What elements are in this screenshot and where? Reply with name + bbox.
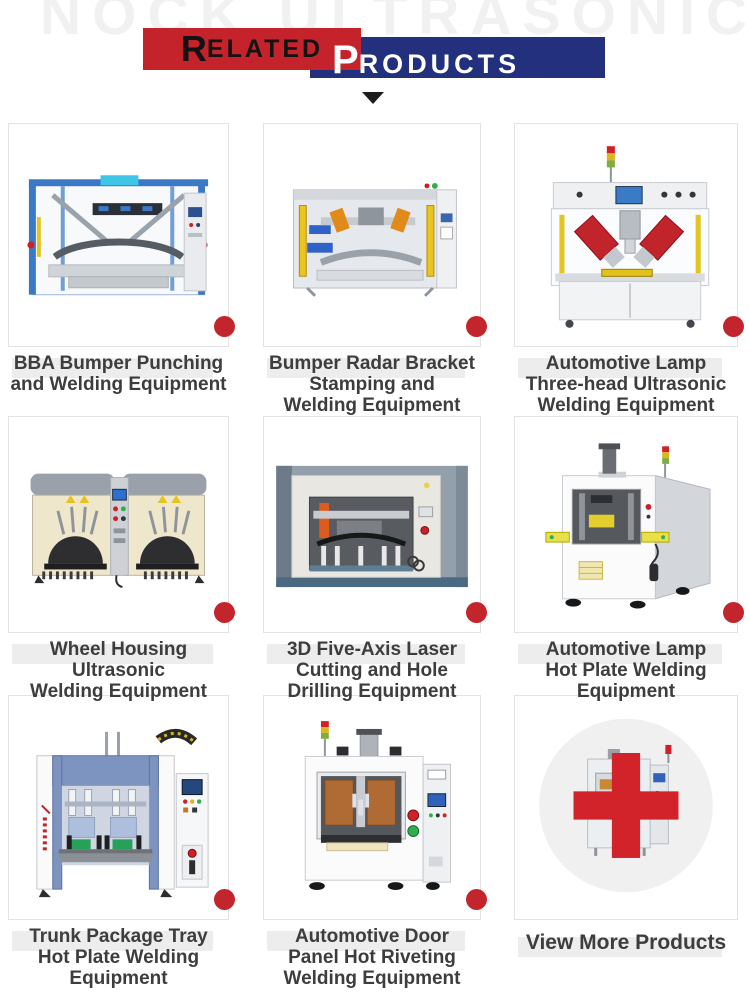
related-rest-letters: ELATED (206, 34, 324, 63)
red-dot-icon (723, 602, 744, 623)
product-card[interactable] (263, 695, 487, 920)
title-line: Stamping and (309, 374, 435, 395)
red-dot-icon (214, 316, 235, 337)
product-card[interactable] (8, 416, 235, 633)
product-cell: Automotive Lamp Three-head Ultrasonic We… (514, 123, 744, 416)
product-title[interactable]: 3D Five-Axis Laser Cutting and Hole Dril… (263, 639, 481, 702)
view-more-plus-image (539, 718, 713, 893)
product-title[interactable]: Wheel Housing Ultrasonic Welding Equipme… (8, 639, 229, 702)
title-line: View More Products (525, 931, 727, 954)
lamp-three-head-ultrasonic-machine-image (550, 146, 710, 328)
laser-cutting-machine-image (276, 465, 468, 588)
triangle-down-icon (362, 92, 384, 104)
title-line: Welding Equipment (283, 395, 461, 416)
title-line: Trunk Package Tray (29, 926, 208, 947)
product-title[interactable]: Trunk Package Tray Hot Plate Welding Equ… (8, 926, 229, 989)
red-dot-icon (723, 316, 744, 337)
title-line: BBA Bumper Punching (13, 353, 224, 374)
product-cell: 3D Five-Axis Laser Cutting and Hole Dril… (263, 416, 487, 702)
bumper-radar-bracket-machine-image (292, 182, 457, 297)
title-line: Welding Equipment (283, 968, 461, 989)
view-more-card[interactable] (514, 695, 738, 920)
product-cell: Bumper Radar Bracket Stamping and Weldin… (263, 123, 487, 416)
product-title[interactable]: Automotive Lamp Three-head Ultrasonic We… (514, 353, 738, 416)
wheel-housing-ultrasonic-machine-image (30, 473, 207, 588)
product-card[interactable] (8, 695, 235, 920)
title-line: Automotive Door (294, 926, 450, 947)
product-title[interactable]: Automotive Lamp Hot Plate Welding Equipm… (514, 639, 738, 702)
title-line: Automotive Lamp (545, 353, 707, 374)
product-title[interactable]: Bumper Radar Bracket Stamping and Weldin… (263, 353, 481, 416)
title-line: Wheel Housing (49, 639, 188, 660)
product-card[interactable] (514, 123, 744, 347)
title-line: Welding Equipment (30, 681, 207, 702)
product-card[interactable] (8, 123, 235, 347)
red-dot-icon (466, 316, 487, 337)
red-dot-icon (466, 889, 487, 910)
title-line: Automotive Lamp (545, 639, 707, 660)
title-line: Equipment (69, 968, 168, 989)
product-cell: Automotive Lamp Hot Plate Welding Equipm… (514, 416, 744, 702)
product-cell: Wheel Housing Ultrasonic Welding Equipme… (8, 416, 235, 702)
product-card[interactable] (263, 123, 487, 347)
door-panel-riveting-machine-image (304, 721, 452, 890)
title-line: Three-head Ultrasonic (525, 374, 727, 395)
title-line: Equipment (576, 681, 676, 702)
title-line: Welding Equipment (537, 395, 715, 416)
red-dot-icon (214, 889, 235, 910)
title-line: Drilling Equipment (287, 681, 457, 702)
products-first-letter: P (332, 38, 359, 82)
related-banner (143, 28, 361, 70)
bba-bumper-machine-image (27, 175, 209, 296)
title-line: Hot Plate Welding (37, 947, 200, 968)
product-card[interactable] (263, 416, 487, 633)
product-title[interactable]: BBA Bumper Punching and Welding Equipmen… (8, 353, 229, 395)
title-line: Hot Plate Welding (545, 660, 707, 681)
product-cell: Automotive Door Panel Hot Riveting Weldi… (263, 695, 487, 989)
trunk-package-tray-machine-image (36, 728, 209, 898)
view-more-link[interactable]: View More Products (514, 931, 738, 957)
title-line: Bumper Radar Bracket (269, 353, 475, 374)
red-dot-icon (214, 602, 235, 623)
red-dot-icon (466, 602, 487, 623)
product-card[interactable] (514, 416, 744, 633)
lamp-hot-plate-machine-image (545, 443, 711, 609)
product-cell: Trunk Package Tray Hot Plate Welding Equ… (8, 695, 235, 989)
title-line: and Welding Equipment (10, 374, 227, 395)
title-line: Cutting and Hole (296, 660, 448, 681)
related-first-letter: R (180, 28, 207, 69)
products-rest-letters: RODUCTS (358, 49, 521, 79)
title-line: Ultrasonic (72, 660, 165, 681)
product-title[interactable]: Automotive Door Panel Hot Riveting Weldi… (263, 926, 481, 989)
title-line: Panel Hot Riveting (288, 947, 456, 968)
product-cell: BBA Bumper Punching and Welding Equipmen… (8, 123, 235, 395)
title-line: 3D Five-Axis Laser (286, 639, 458, 660)
product-cell: View More Products (514, 695, 738, 957)
